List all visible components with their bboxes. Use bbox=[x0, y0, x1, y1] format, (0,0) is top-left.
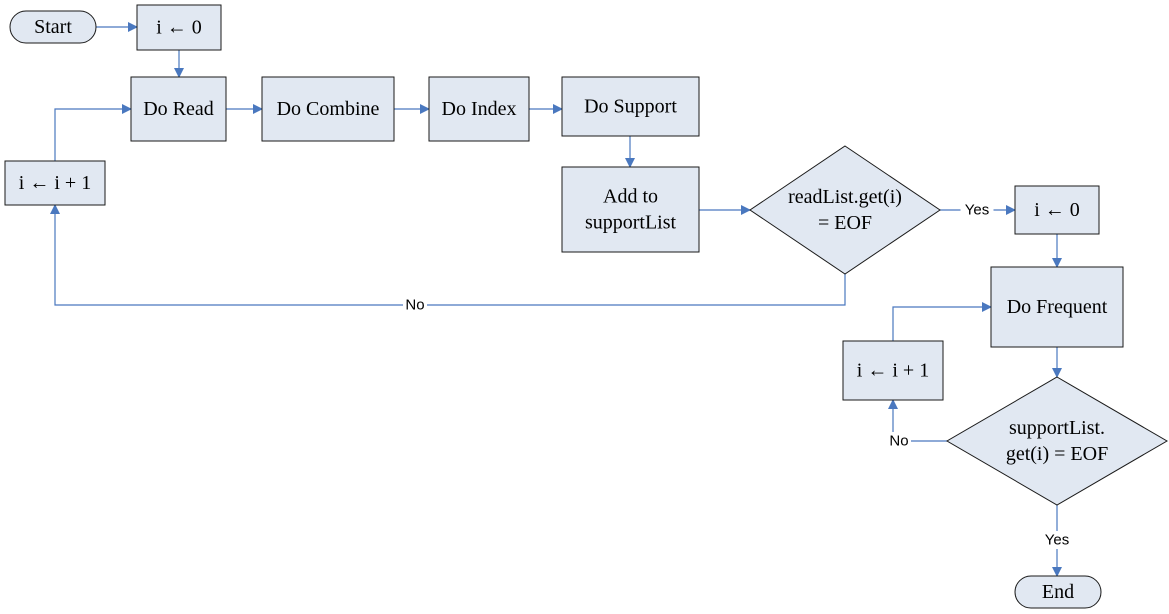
process-box bbox=[130, 76, 227, 142]
node-do-support: Do Support bbox=[561, 76, 700, 137]
edge-label-read-yes: Yes bbox=[965, 202, 989, 219]
edge-label-support-yes: Yes bbox=[1045, 532, 1069, 549]
node-decision-support: supportList. get(i) = EOF bbox=[946, 376, 1168, 506]
node-label: i ← i + 1 bbox=[19, 172, 91, 194]
node-inc-i-1: i ← i + 1 bbox=[4, 160, 106, 206]
node-reset-i: i ← 0 bbox=[1014, 185, 1100, 235]
decision-diamond bbox=[946, 376, 1168, 506]
arrow-inc-to-read bbox=[54, 104, 132, 161]
process-box bbox=[990, 266, 1124, 348]
process-box bbox=[561, 166, 700, 253]
node-label: get(i) = EOF bbox=[1006, 443, 1108, 465]
node-label: Do Read bbox=[143, 98, 214, 120]
node-label: Do Frequent bbox=[1007, 296, 1108, 318]
node-label: Do Combine bbox=[277, 98, 380, 120]
node-do-index: Do Index bbox=[428, 76, 530, 142]
process-box bbox=[428, 76, 530, 142]
process-box bbox=[842, 340, 944, 401]
node-label: supportList bbox=[585, 212, 677, 234]
process-box bbox=[561, 76, 700, 137]
node-label: Do Support bbox=[584, 96, 677, 118]
node-label: Start bbox=[34, 16, 72, 38]
edge-label-bg bbox=[1040, 531, 1074, 549]
node-label: = EOF bbox=[818, 212, 872, 234]
node-do-read: Do Read bbox=[130, 76, 227, 142]
node-start: Start bbox=[9, 10, 97, 44]
terminator-pill bbox=[1014, 575, 1102, 609]
node-decision-read: readList.get(i) = EOF bbox=[749, 145, 941, 275]
node-label: i ← i + 1 bbox=[857, 360, 929, 382]
process-box bbox=[1014, 185, 1100, 235]
edge-label-read-no: No bbox=[405, 297, 424, 314]
node-label: i ← 0 bbox=[1034, 199, 1080, 221]
node-label: supportList. bbox=[1009, 417, 1105, 439]
node-do-frequent: Do Frequent bbox=[990, 266, 1124, 348]
node-label: Add to bbox=[603, 186, 658, 208]
edge-label-bg bbox=[887, 432, 911, 450]
decision-diamond bbox=[749, 145, 941, 275]
node-label: End bbox=[1042, 581, 1074, 603]
node-label: i ← 0 bbox=[156, 17, 202, 39]
node-label: Do Index bbox=[442, 98, 517, 120]
terminator-pill bbox=[9, 10, 97, 44]
node-do-combine: Do Combine bbox=[261, 76, 395, 142]
node-init-i: i ← 0 bbox=[136, 4, 222, 51]
node-label: readList.get(i) bbox=[788, 186, 902, 208]
node-end: End bbox=[1014, 575, 1102, 609]
arrow-decision-no-to-inc bbox=[50, 204, 846, 306]
process-box bbox=[4, 160, 106, 206]
edge-label-support-no: No bbox=[889, 433, 908, 450]
edge-label-bg bbox=[960, 201, 994, 219]
process-box bbox=[136, 4, 222, 51]
arrow-inc2-to-frequent bbox=[892, 302, 992, 341]
process-box bbox=[261, 76, 395, 142]
edge-label-bg bbox=[403, 296, 427, 314]
node-add-support: Add to supportList bbox=[561, 166, 700, 253]
node-inc-i-2: i ← i + 1 bbox=[842, 340, 944, 401]
